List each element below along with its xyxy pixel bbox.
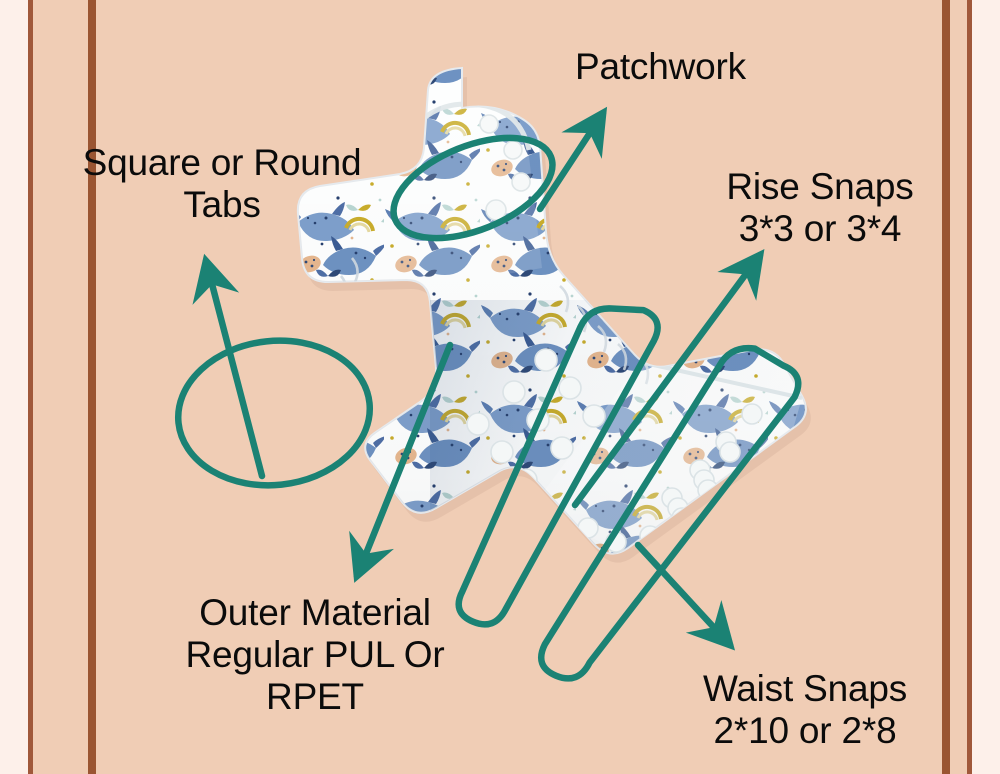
- frame-band-left-cream: [0, 0, 28, 774]
- frame-line-inner-left: [88, 0, 96, 774]
- arrow-patchwork: [536, 106, 608, 213]
- label-patchwork: Patchwork: [575, 46, 746, 87]
- marker-waist-snaps: [538, 344, 802, 682]
- label-rise-snaps: Rise Snaps 3*3 or 3*4: [726, 166, 914, 249]
- marker-rise-snaps: [455, 305, 661, 628]
- frame-band-right-brown: [967, 0, 972, 774]
- label-outer-material: Outer Material Regular PUL Or RPET: [185, 592, 445, 717]
- marker-square-or-round-tabs: [174, 337, 374, 489]
- arrow-rise-snaps: [571, 249, 765, 509]
- arrow-waist-snaps: [634, 541, 736, 651]
- frame-band-left-brown: [28, 0, 33, 774]
- arrow-square-or-round-tabs: [192, 253, 266, 480]
- label-waist-snaps: Waist Snaps 2*10 or 2*8: [702, 668, 908, 751]
- marker-patchwork: [390, 134, 556, 242]
- label-square-or-round-tabs: Square or Round Tabs: [82, 142, 362, 225]
- frame-band-right-cream: [972, 0, 1000, 774]
- frame-line-inner-right: [942, 0, 950, 774]
- arrow-outer-material: [349, 341, 454, 583]
